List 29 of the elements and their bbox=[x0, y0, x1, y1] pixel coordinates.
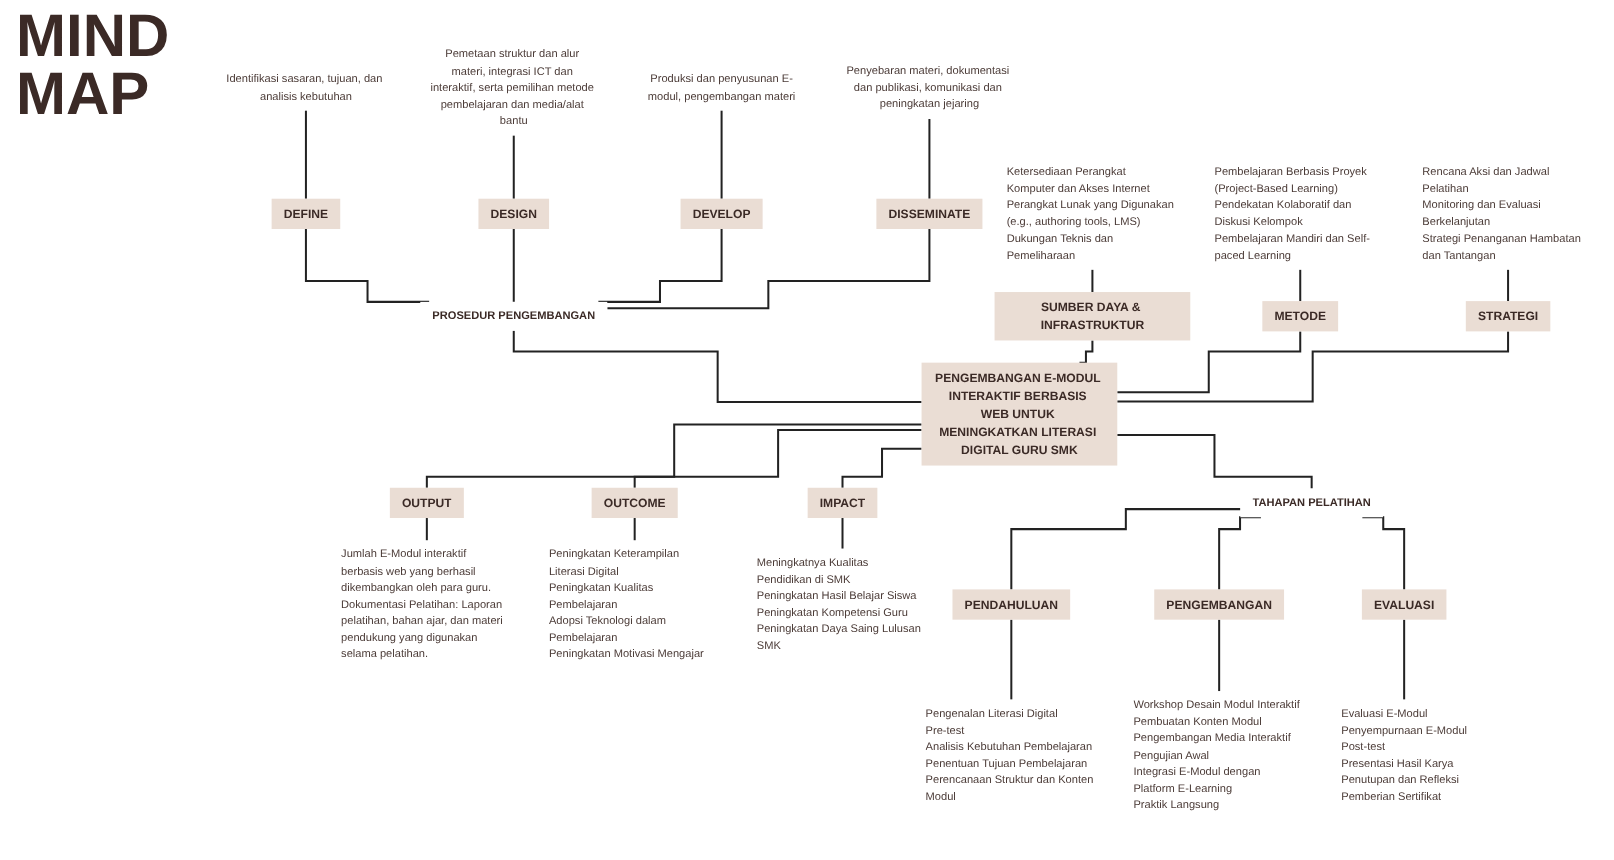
connector bbox=[1010, 508, 1241, 591]
connector bbox=[841, 517, 844, 550]
connector bbox=[1507, 268, 1510, 303]
connector bbox=[1362, 516, 1406, 591]
connector bbox=[720, 109, 723, 200]
connector bbox=[1010, 618, 1013, 701]
connector bbox=[633, 429, 922, 489]
connector bbox=[1117, 434, 1313, 490]
connector bbox=[1218, 516, 1261, 591]
connector bbox=[633, 517, 636, 542]
connector bbox=[304, 109, 307, 200]
connector bbox=[1403, 618, 1406, 701]
connector bbox=[512, 227, 515, 303]
title: MIND MAP bbox=[16, 8, 172, 124]
connector bbox=[512, 329, 922, 403]
connector bbox=[928, 118, 931, 200]
connector bbox=[1117, 330, 1510, 403]
connector bbox=[1117, 330, 1302, 394]
connector bbox=[598, 227, 723, 303]
connector bbox=[1079, 339, 1094, 364]
connector bbox=[425, 423, 922, 489]
connector bbox=[304, 227, 430, 303]
connector bbox=[1091, 268, 1094, 294]
connector bbox=[425, 517, 428, 542]
connector bbox=[1299, 268, 1302, 303]
connector bbox=[841, 447, 922, 489]
connector bbox=[512, 134, 515, 200]
connector bbox=[607, 227, 931, 310]
connector bbox=[1218, 618, 1221, 693]
